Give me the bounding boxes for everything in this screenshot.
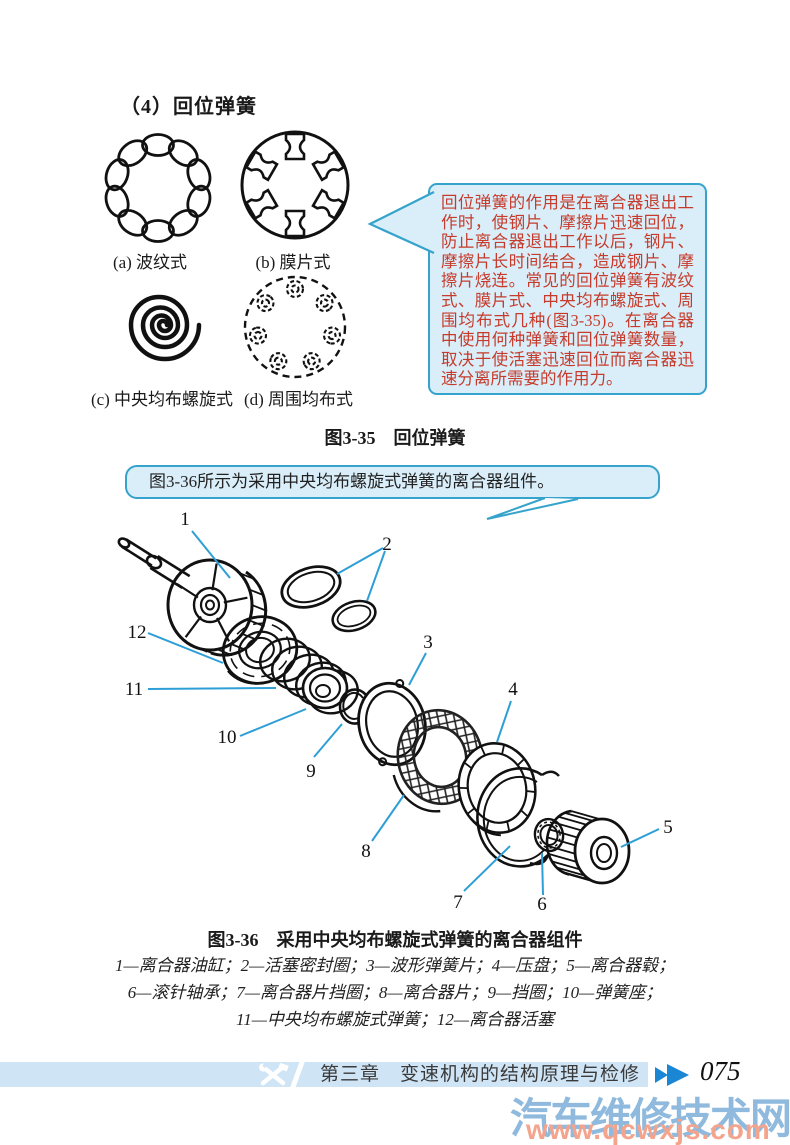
- parts-list: 1—离合器油缸；2—活塞密封圈；3—波形弹簧片；4—压盘；5—离合器毂； 6—滚…: [0, 952, 790, 1033]
- callout-number-3: 3: [423, 632, 433, 653]
- perimeter-springs-drawing: [243, 275, 347, 379]
- callout-number-6: 6: [537, 894, 547, 915]
- figure-3-35-spring-types-drawing: [104, 130, 350, 379]
- footer-chapter-title: 第三章 变速机构的结构原理与检修: [320, 1064, 641, 1085]
- clutch-cylinder-drawing: [117, 537, 268, 657]
- watermark-site-name: 汽车维修技术网: [510, 1095, 790, 1142]
- spring-seat-drawing: [301, 666, 349, 710]
- spring-label-c: (c) 中央均布螺旋式: [90, 390, 234, 409]
- spring-label-a: (a) 波纹式: [112, 253, 188, 272]
- page-number: 075: [700, 1056, 741, 1086]
- parts-list-line-2: 6—滚针轴承；7—离合器片挡圈；8—离合器片；9—挡圈；10—弹簧座；: [127, 983, 663, 1002]
- callout-number-4: 4: [508, 679, 518, 700]
- callout-number-9: 9: [306, 761, 316, 782]
- callout-number-1: 1: [180, 509, 190, 530]
- callout-number-11: 11: [125, 679, 143, 700]
- callout-number-8: 8: [361, 841, 371, 862]
- tools-icon: [259, 1063, 289, 1086]
- diagram-callout-numbers: 1 2 3 4 5 6 7 8 9 10 11 12: [125, 509, 673, 915]
- figure-3-35-caption: 图3-35 回位弹簧: [324, 428, 466, 448]
- figure-3-36-exploded-diagram: 1 2 3 4 5 6 7 8 9 10 11 12: [117, 509, 673, 915]
- spring-label-b: (b) 膜片式: [255, 253, 331, 272]
- callout-number-5: 5: [663, 817, 673, 838]
- clutch-piston-drawing: [221, 615, 299, 685]
- fast-forward-arrows-icon: [655, 1064, 689, 1086]
- clutch-hub-drawing: [545, 809, 631, 885]
- parts-list-line-3: 11—中央均布螺旋式弹簧；12—离合器活塞: [236, 1010, 554, 1029]
- note-text: 图3-36所示为采用中央均布螺旋式弹簧的离合器组件。: [149, 472, 555, 491]
- parts-list-line-1: 1—离合器油缸；2—活塞密封圈；3—波形弹簧片；4—压盘；5—离合器毂；: [114, 956, 676, 975]
- figure-3-36-caption: 图3-36 采用中央均布螺旋式弹簧的离合器组件: [207, 930, 583, 950]
- spring-label-d: (d) 周围均布式: [243, 390, 354, 409]
- note-box-tail: [486, 497, 579, 520]
- diaphragm-spring-drawing: [240, 130, 350, 240]
- wavy-spring-drawing: [104, 133, 212, 243]
- callout-number-2: 2: [382, 534, 392, 555]
- leader-lines: [147, 530, 660, 896]
- section-heading: （4）回位弹簧: [120, 96, 257, 118]
- callout-number-7: 7: [453, 892, 463, 913]
- callout-bubble: 回位弹簧的作用是在离合器退出工作时，使钢片、摩擦片迅速回位，防止离合器退出工作以…: [428, 183, 707, 395]
- callout-tail: [367, 191, 435, 255]
- central-spiral-spring-drawing: [128, 294, 202, 362]
- watermark-site-url: www.qcwxjs.com: [526, 1114, 771, 1145]
- callout-text: 回位弹簧的作用是在离合器退出工作时，使钢片、摩擦片迅速回位，防止离合器退出工作以…: [441, 193, 694, 389]
- callout-number-12: 12: [128, 622, 147, 643]
- note-box: 图3-36所示为采用中央均布螺旋式弹簧的离合器组件。: [125, 465, 660, 499]
- footer-bar: [0, 1062, 648, 1087]
- callout-number-10: 10: [218, 727, 237, 748]
- seal-rings-drawing: [280, 565, 377, 633]
